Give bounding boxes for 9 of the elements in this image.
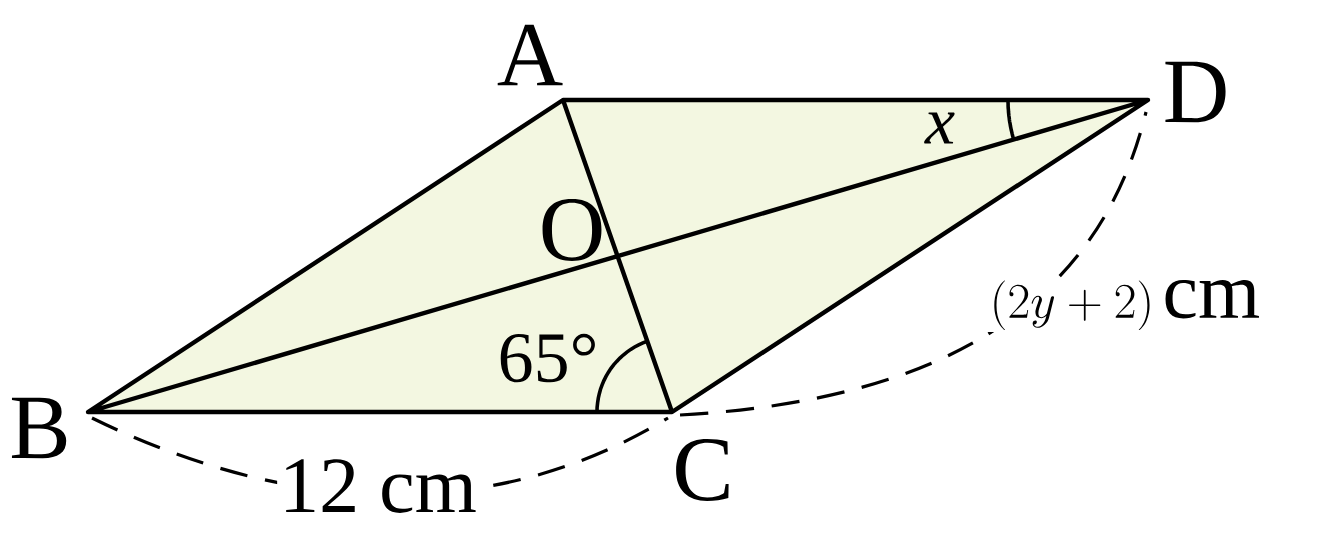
vertex-label: C [676,439,729,501]
angle-label: 65° [500,333,595,383]
vertex-label: B [11,397,67,459]
vertex-label: D [1165,61,1226,123]
dimension-label: $(2y+2)\,\mathrm{cm}$ [987,277,1263,333]
dimension-label: 12 cm [277,457,479,515]
vertex-label: A [497,24,563,86]
angle-label: x [924,112,955,144]
vertex-label: O [542,199,602,261]
